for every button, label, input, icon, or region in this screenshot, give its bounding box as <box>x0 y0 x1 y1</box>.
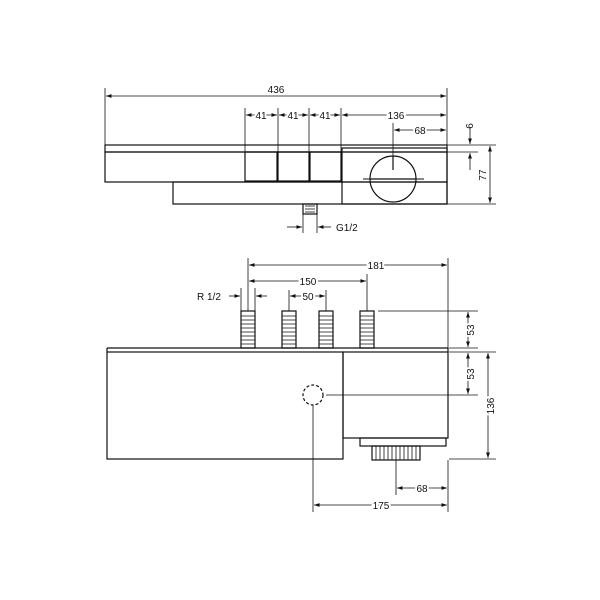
inlet-pin-1 <box>240 310 256 349</box>
dim-overall-width: 436 <box>268 85 285 96</box>
dim-button-pitch-2: 41 <box>287 111 299 122</box>
button-2 <box>277 151 310 182</box>
outlet-base <box>359 437 447 447</box>
dim-button-pitch-3: 41 <box>319 111 331 122</box>
dim-inlet-pitch: 50 <box>302 292 314 303</box>
dim-body-depth-to-axis: 175 <box>373 501 390 512</box>
side-body-left <box>106 351 344 460</box>
front-view-dimensions <box>104 88 496 233</box>
shelf-lower-body <box>172 181 448 205</box>
dim-body-height: 136 <box>486 397 497 414</box>
dim-depth-to-inlet: 181 <box>368 261 385 272</box>
dim-thread-label: R 1/2 <box>197 292 221 303</box>
dim-button-pitch-1: 41 <box>255 111 267 122</box>
button-1 <box>244 151 278 182</box>
inlet-pin-4 <box>359 310 375 349</box>
button-3 <box>309 151 342 182</box>
dim-thermostat-offset: 68 <box>414 126 426 137</box>
outlet-connector <box>302 203 318 215</box>
side-view <box>106 310 449 461</box>
inlet-pins <box>240 310 375 349</box>
hidden-outlet <box>302 384 324 406</box>
dim-outlet-offset: 68 <box>416 484 428 495</box>
inlet-pin-2 <box>281 310 297 349</box>
front-view <box>104 144 448 215</box>
dim-top-step: 6 <box>465 123 476 129</box>
inlet-pin-3 <box>318 310 334 349</box>
dim-connection-thread: G1/2 <box>336 223 358 234</box>
side-view-dimensions <box>229 258 496 512</box>
dim-right-section: 136 <box>388 111 405 122</box>
dim-height: 77 <box>478 169 489 181</box>
dim-inlet-span: 150 <box>300 277 317 288</box>
dim-body-upper: 53 <box>466 368 477 380</box>
thermostat-panel <box>341 147 448 205</box>
dim-inlet-length: 53 <box>466 324 477 336</box>
